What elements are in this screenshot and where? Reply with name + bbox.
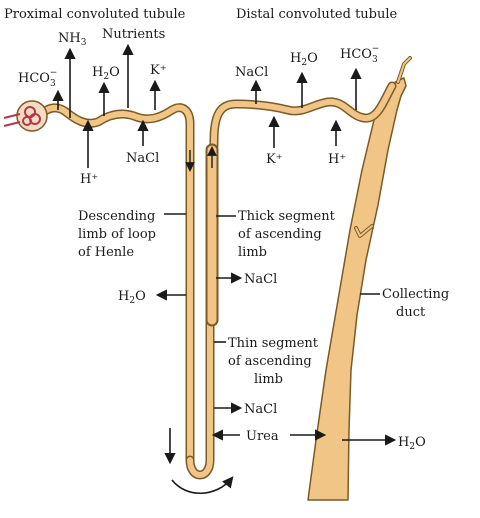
label-proximal-tubule: Proximal convoluted tubule <box>4 7 186 22</box>
label-collecting-1: Collecting <box>382 287 449 302</box>
label-collecting-2: duct <box>396 305 426 320</box>
collecting-duct <box>307 77 407 501</box>
label-nacl-thick: NaCl <box>244 272 277 287</box>
label-h2o-desc: H2O <box>118 289 146 306</box>
label-k-dct: K⁺ <box>266 152 283 167</box>
label-h2o-pct: H2O <box>92 65 120 82</box>
label-nacl-dct: NaCl <box>235 65 268 80</box>
label-h-dct: H⁺ <box>328 152 346 167</box>
label-thick-2: of ascending <box>238 227 322 242</box>
label-h-pct: H⁺ <box>80 172 98 187</box>
label-h2o-collecting: H2O <box>398 435 426 452</box>
label-distal-tubule: Distal convoluted tubule <box>236 7 398 22</box>
proximal-tubule-and-descending-limb <box>35 103 195 465</box>
label-nacl-pct: NaCl <box>126 151 159 166</box>
label-thick-3: limb <box>238 245 267 260</box>
label-thin-1: Thin segment <box>228 336 319 351</box>
label-thin-3: limb <box>254 372 283 387</box>
label-nacl-thin: NaCl <box>244 402 277 417</box>
loop-ascending-limb-and-distal-tubule <box>185 81 397 480</box>
label-descending-3: of Henle <box>78 245 134 260</box>
label-hco3-dct: HCO3− <box>340 44 379 65</box>
label-thick-1: Thick segment <box>238 209 336 224</box>
label-h2o-dct: H2O <box>290 51 318 68</box>
loop-turn-arrow <box>171 476 234 494</box>
glomerulus <box>3 100 48 132</box>
label-descending-2: limb of loop <box>78 227 156 242</box>
label-nh3: NH3 <box>58 31 87 48</box>
label-hco3-pct: HCO3− <box>18 68 57 89</box>
label-nutrients: Nutrients <box>102 27 165 42</box>
label-k-pct: K⁺ <box>150 63 167 78</box>
label-thin-2: of ascending <box>228 354 312 369</box>
label-urea: Urea <box>246 429 279 444</box>
label-descending-1: Descending <box>78 209 155 224</box>
